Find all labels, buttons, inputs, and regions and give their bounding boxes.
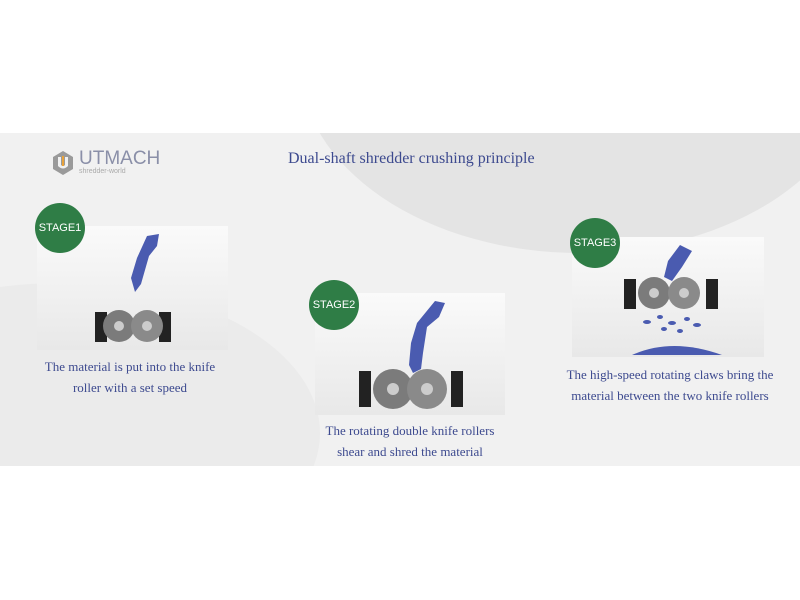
stage2-badge: STAGE2 bbox=[309, 280, 359, 330]
stage1-shredder-graphic bbox=[95, 234, 171, 342]
stage3-shredder-graphic bbox=[624, 245, 722, 355]
logo-icon bbox=[53, 151, 73, 175]
stage1-caption: The material is put into the knife rolle… bbox=[20, 356, 240, 398]
logo: UTMACH shredder-world bbox=[52, 148, 161, 176]
caption-line: shear and shred the material bbox=[337, 444, 483, 459]
stage2-caption: The rotating double knife rollers shear … bbox=[290, 420, 530, 462]
logo-tagline: shredder-world bbox=[79, 168, 126, 175]
caption-line: The high-speed rotating claws bring the bbox=[566, 367, 774, 382]
caption-line: The material is put into the knife bbox=[44, 359, 216, 374]
stage3-badge: STAGE3 bbox=[570, 218, 620, 268]
page-title: Dual-shaft shredder crushing principle bbox=[288, 150, 535, 167]
logo-name: UTMACH bbox=[79, 148, 161, 169]
caption-line: roller with a set speed bbox=[72, 380, 188, 395]
stage2-shredder-graphic bbox=[359, 301, 463, 409]
caption-line: The rotating double knife rollers bbox=[325, 423, 495, 438]
stage3-caption: The high-speed rotating claws bring the … bbox=[545, 364, 795, 406]
caption-line: material between the two knife rollers bbox=[571, 388, 769, 403]
stage1-badge: STAGE1 bbox=[35, 203, 85, 253]
